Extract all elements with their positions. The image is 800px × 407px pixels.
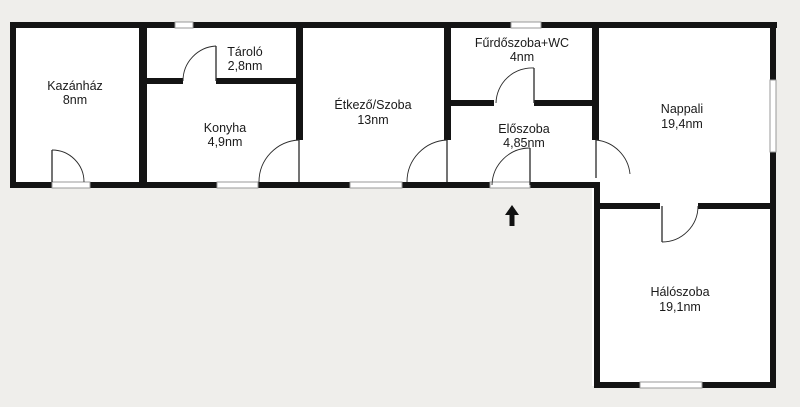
door-haloszoba [661, 205, 699, 243]
door-nappali [595, 139, 631, 178]
room-area-etkezo: 13nm [357, 113, 388, 127]
door-tarolo [182, 45, 217, 82]
room-name-etkezo: Étkező/Szoba [334, 97, 411, 112]
windows [51, 21, 777, 389]
room-area-furdoszoba: 4nm [510, 50, 534, 64]
room-area-konyha: 4,9nm [208, 135, 243, 149]
room-name-eloszoba: Előszoba [498, 122, 549, 136]
room-area-tarolo: 2,8nm [228, 59, 263, 73]
arrow-up-icon [505, 205, 519, 226]
room-name-konyha: Konyha [204, 121, 246, 135]
door-furdoszoba [495, 67, 535, 104]
room-name-nappali: Nappali [661, 102, 703, 116]
window-nappali [769, 79, 777, 153]
room-area-eloszoba: 4,85nm [503, 136, 545, 150]
door-eloszoba [491, 147, 531, 186]
window-furdoszoba [510, 21, 542, 29]
room-area-nappali: 19,4nm [661, 117, 703, 131]
room-labels: Kazánház 8nm Tároló 2,8nm Konyha 4,9nm É… [47, 36, 709, 314]
room-name-tarolo: Tároló [227, 45, 262, 59]
room-name-furdoszoba: Fűrdőszoba+WC [475, 36, 569, 50]
room-name-kazanhaz: Kazánház [47, 79, 103, 93]
window-kazanhaz [51, 181, 91, 189]
room-name-haloszoba: Hálószoba [650, 285, 709, 299]
room-area-kazanhaz: 8nm [63, 93, 87, 107]
door-kazanhaz [51, 149, 85, 183]
window-tarolo [174, 21, 194, 29]
window-haloszoba [639, 381, 703, 389]
window-etkezo [349, 181, 403, 189]
window-konyha [216, 181, 259, 189]
doors [51, 45, 699, 243]
room-area-haloszoba: 19,1nm [659, 300, 701, 314]
window-eloszoba [489, 181, 531, 189]
door-konyha [258, 139, 300, 183]
door-etkezo [406, 139, 448, 183]
walls [10, 22, 777, 388]
